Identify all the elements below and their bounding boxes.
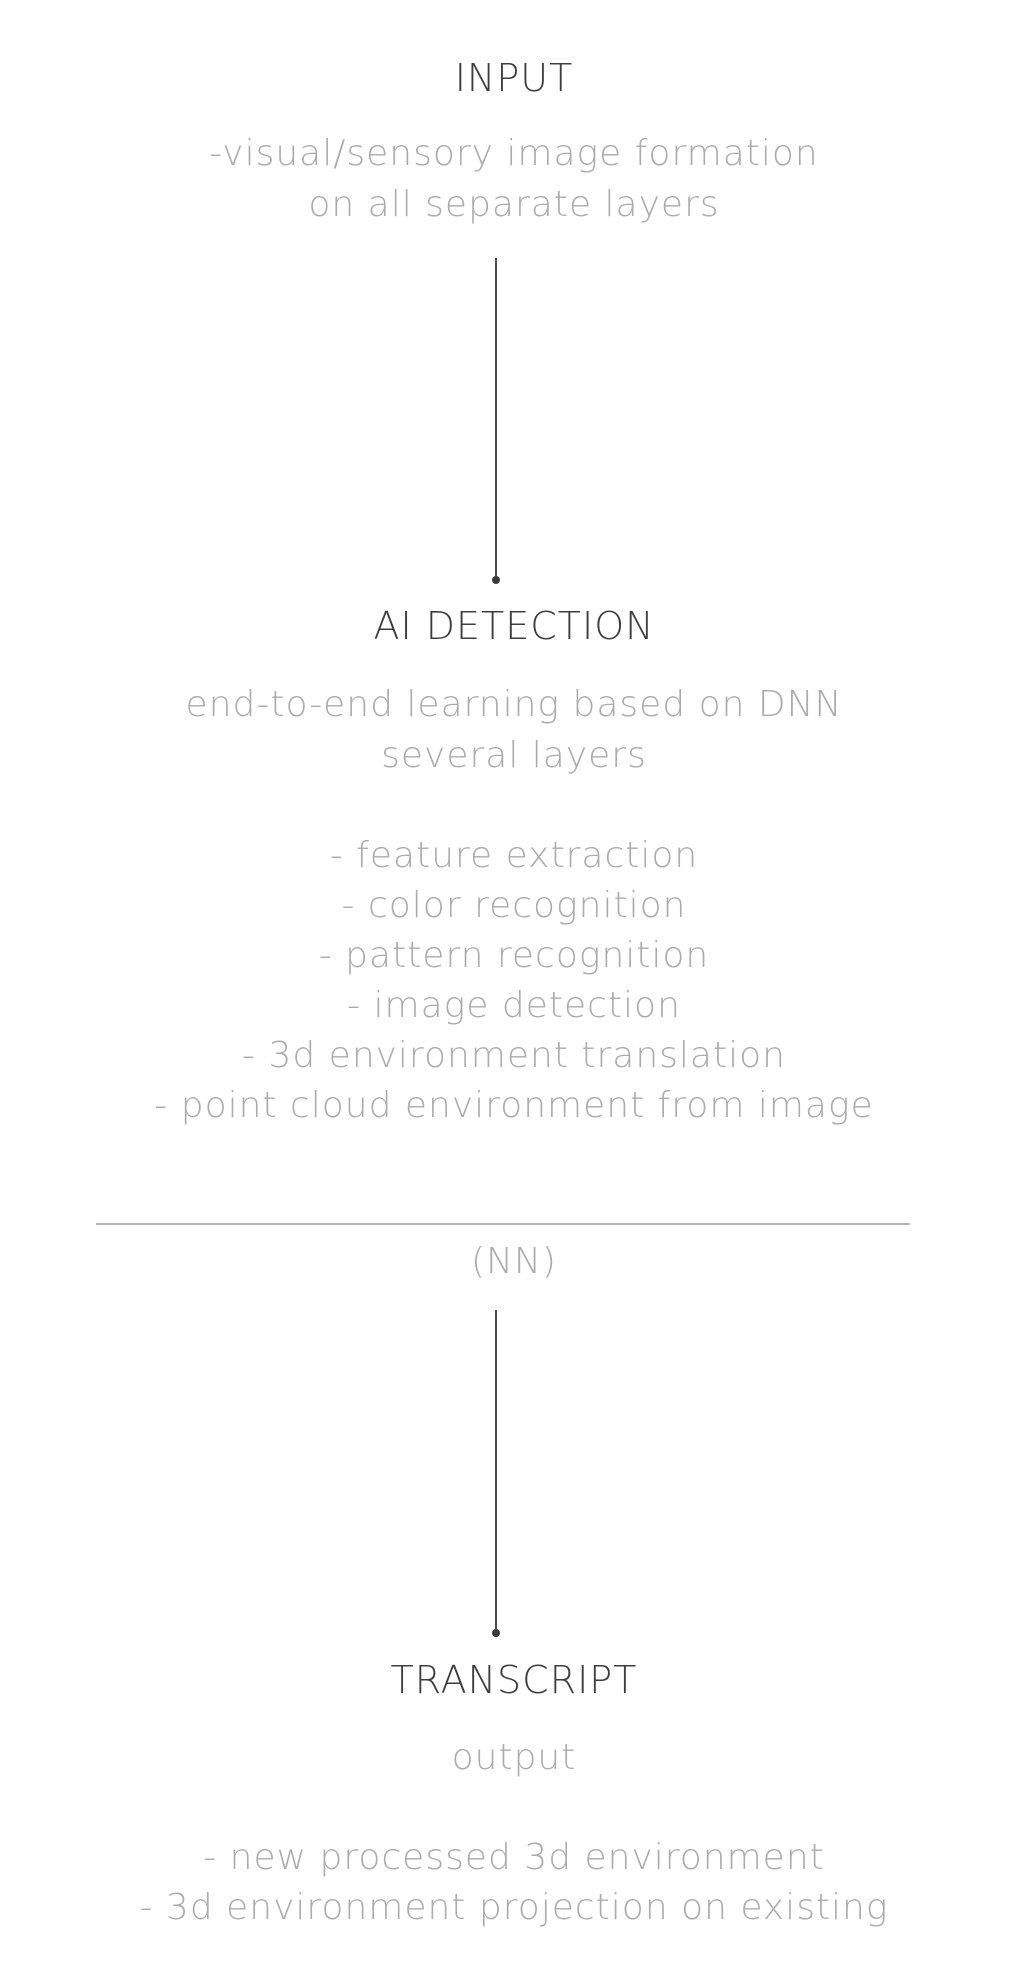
feature-item: - pattern recognition [318,935,710,976]
feature-item: - color recognition [341,885,687,926]
connector-arrow-detection-to-transcript [495,1310,497,1633]
connector-arrow-input-to-detection [495,258,497,580]
input-line: -visual/sensory image formation [209,133,819,174]
connector-end-dot [492,576,500,584]
detection-intro-line: several layers [381,735,647,776]
section-divider [96,1223,910,1225]
transcript-item: - new processed 3d environment [203,1837,825,1878]
feature-item: - image detection [347,985,681,1026]
transcript-subtitle: output [451,1737,577,1778]
feature-item: - point cloud environment from image [154,1085,874,1126]
transcript-item: - 3d environment projection on existing [139,1887,889,1928]
detection-heading: AI DETECTION [373,604,655,648]
input-line: on all separate layers [308,184,720,225]
detection-intro: end-to-end learning based on DNN several… [0,679,1028,789]
nn-label: (NN) [471,1241,557,1282]
transcript-item-list: - new processed 3d environment - 3d envi… [0,1832,1028,1942]
feature-item: - feature extraction [329,835,699,876]
detection-intro-line: end-to-end learning based on DNN [185,684,843,725]
detection-feature-list: - feature extraction - color recognition… [0,830,1028,1140]
feature-item: - 3d environment translation [242,1035,786,1076]
connector-end-dot [492,1629,500,1637]
input-description: -visual/sensory image formation on all s… [0,128,1028,238]
transcript-heading: TRANSCRIPT [390,1658,638,1702]
input-heading: INPUT [454,56,574,100]
